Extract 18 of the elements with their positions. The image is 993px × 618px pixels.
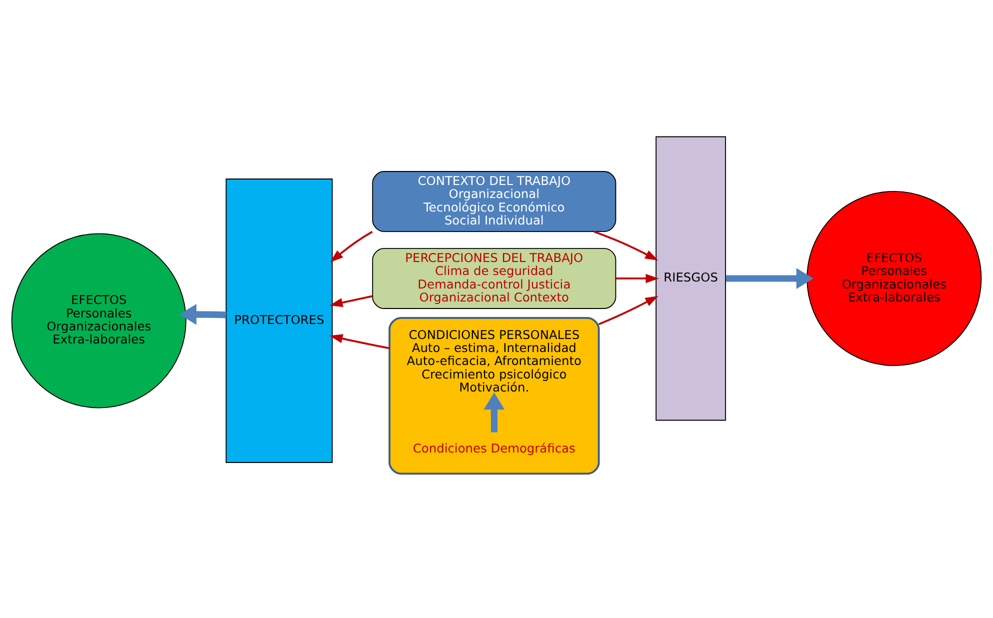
arrow [329,334,390,350]
arrow [726,268,814,289]
arrow [598,296,658,326]
arrow [330,295,372,308]
node-circle: EFECTOS Personales Organizacionales Extra-laborales [11,233,186,408]
arrow [616,274,659,284]
arrow [179,304,226,325]
arrow [484,392,505,432]
node-box: PROTECTORES [226,178,333,463]
node-box: CONTEXTO DEL TRABAJO Organizacional Tecnológico Económico Social Individual [372,171,616,232]
node-text: Condiciones Demográficas [412,442,576,456]
arrow [330,230,373,262]
arrow [594,230,658,261]
node-box: RIESGOS [656,136,726,421]
node-circle: EFECTOS Personales Organizacionales Extra-laborales [806,190,982,366]
node-text: CONDICIONES PERSONALES Auto – estima, Internalidad Auto-eficacia, Afrontamiento Crecimiento psicológico Motivación. [406,328,582,395]
cluster [388,316,600,475]
node-box: PERCEPCIONES DEL TRABAJO Clima de seguridad Demanda-control Justicia Organizacional Contexto [372,248,616,309]
